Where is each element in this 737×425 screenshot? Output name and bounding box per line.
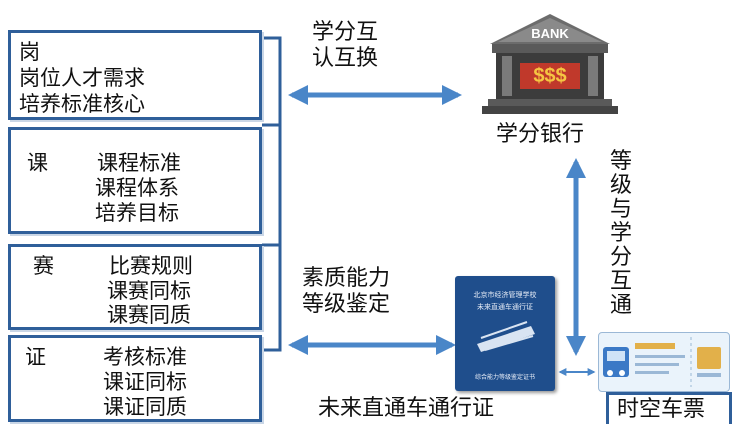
box-zheng-line-1: 考核标准 bbox=[103, 345, 187, 369]
grade-char-6: 互 bbox=[610, 269, 633, 294]
box-zheng-letter: 证 bbox=[25, 345, 46, 369]
box-zheng: 证 考核标准 课证同标 课证同质 bbox=[8, 335, 262, 422]
grade-char-3: 与 bbox=[610, 197, 633, 222]
grade-char-4: 学 bbox=[610, 221, 633, 246]
box-ke-line-3: 培养目标 bbox=[95, 201, 179, 225]
ticket-label-box: 时空车票 bbox=[606, 392, 732, 424]
passport-image: 北京市经济管理学校 未来直通车通行证 综合能力等级鉴定证书 bbox=[455, 276, 555, 391]
box-sai-line-2: 课赛同标 bbox=[107, 279, 191, 303]
bank-label: 学分银行 bbox=[496, 122, 585, 147]
ticket-label: 时空车票 bbox=[617, 397, 706, 422]
box-sai: 赛 比赛规则 课赛同标 课赛同质 bbox=[8, 244, 262, 330]
bank-money: $$$ bbox=[533, 65, 567, 87]
box-sai-letter: 赛 bbox=[33, 254, 54, 278]
credit-exchange-label-2: 认互换 bbox=[312, 46, 379, 71]
box-zheng-line-3: 课证同质 bbox=[103, 395, 187, 419]
box-ke: 课 课程标准 课程体系 培养目标 bbox=[8, 127, 262, 234]
box-ke-line-2: 课程体系 bbox=[95, 176, 179, 200]
box-gang-letter: 岗 bbox=[19, 40, 40, 64]
box-ke-letter: 课 bbox=[27, 151, 48, 175]
passport-footer: 综合能力等级鉴定证书 bbox=[474, 374, 535, 381]
box-ke-line-1: 课程标准 bbox=[97, 151, 181, 175]
passport-label: 未来直通车通行证 bbox=[318, 396, 495, 421]
bank-sign: BANK bbox=[531, 26, 569, 41]
ability-label-2: 等级鉴定 bbox=[302, 292, 391, 317]
box-zheng-line-2: 课证同标 bbox=[103, 370, 187, 394]
grade-char-2: 级 bbox=[610, 173, 633, 198]
passport-line-1: 北京市经济管理学校 bbox=[473, 291, 537, 299]
ability-label-1: 素质能力 bbox=[302, 266, 391, 291]
box-gang-line-2: 培养标准核心 bbox=[19, 92, 145, 116]
box-bracket bbox=[262, 36, 282, 352]
credit-exchange-label-1: 学分互 bbox=[312, 20, 379, 45]
box-sai-line-1: 比赛规则 bbox=[109, 254, 193, 278]
box-gang: 岗 岗位人才需求 培养标准核心 bbox=[8, 30, 262, 120]
grade-char-7: 通 bbox=[610, 293, 633, 318]
passport-emblem bbox=[477, 321, 535, 352]
ticket-image bbox=[598, 332, 730, 392]
grade-char-1: 等 bbox=[610, 149, 633, 174]
box-gang-line-1: 岗位人才需求 bbox=[19, 66, 145, 90]
box-sai-line-3: 课赛同质 bbox=[107, 303, 191, 327]
passport-line-2: 未来直通车通行证 bbox=[477, 303, 533, 311]
bank-icon: BANK $$$ bbox=[480, 8, 620, 118]
grade-char-5: 分 bbox=[610, 245, 633, 270]
grade-exchange-label: 等 级 与 学 分 互 通 bbox=[610, 150, 636, 318]
